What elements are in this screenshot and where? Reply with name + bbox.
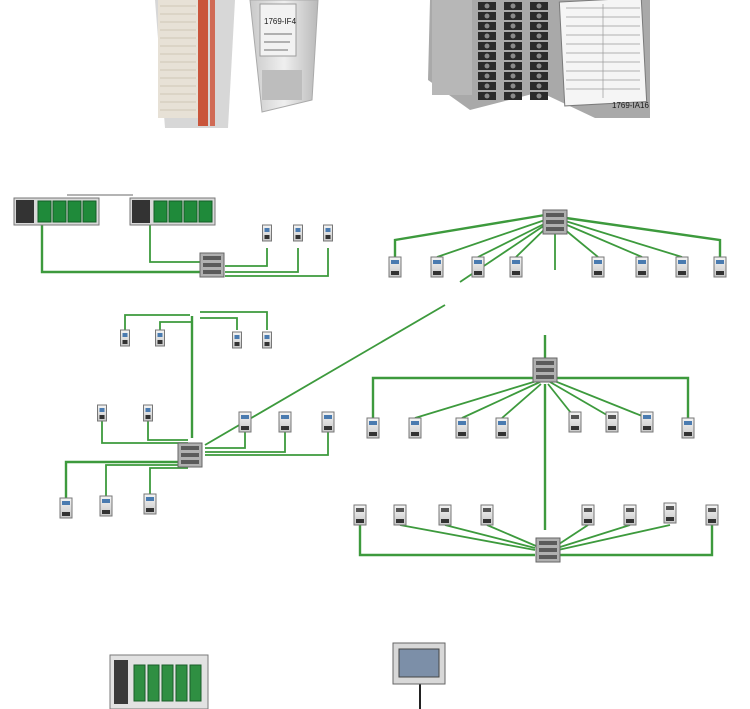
switch005-drive-6	[623, 504, 637, 526]
ethernet-switch-3	[542, 209, 568, 235]
switch005-drive-7	[663, 502, 677, 524]
ethernet-links	[40, 194, 722, 709]
controller-clx001	[13, 197, 100, 226]
switch005-drive-4	[480, 504, 494, 526]
switch004-drive-6	[605, 411, 619, 433]
switch002-drive-3	[321, 411, 335, 433]
controller-clx001r	[129, 197, 216, 226]
switch005-drive-1	[353, 504, 367, 526]
switch002-drive-5	[99, 495, 113, 517]
ethernet-switch-5	[535, 537, 561, 563]
e300-device-4	[120, 329, 130, 347]
right-io-module: 1769-IA16	[428, 0, 650, 118]
io-module-photo: 1769-IF4 1769-IA16	[155, 0, 650, 128]
switch004-drive-8	[681, 417, 695, 439]
left-io-module: 1769-IF4	[155, 0, 319, 128]
switch002-drive-2	[278, 411, 292, 433]
switch005-drive-8	[705, 504, 719, 526]
devices-layer	[13, 197, 727, 709]
switch003-drive-2	[430, 256, 444, 278]
e300-device-1	[262, 224, 272, 242]
switch003-drive-7	[675, 256, 689, 278]
switch004-drive-1	[366, 417, 380, 439]
micro800-plc	[109, 654, 209, 709]
switch003-drive-4	[509, 256, 523, 278]
e300-device-3	[323, 224, 333, 242]
switch005-drive-5	[581, 504, 595, 526]
switch003-drive-3	[471, 256, 485, 278]
switch002-drive-6	[143, 493, 157, 515]
right-module-plate-text: 1769-IA16	[612, 101, 649, 110]
switch003-drive-1	[388, 256, 402, 278]
ethernet-switch-4	[532, 357, 558, 383]
e300-device-6	[232, 331, 242, 349]
switch005-drive-2	[393, 504, 407, 526]
ethernet-switch-2	[177, 442, 203, 468]
switch003-drive-5	[591, 256, 605, 278]
switch004-drive-5	[568, 411, 582, 433]
switch004-drive-4	[495, 417, 509, 439]
device004-hmi	[392, 642, 446, 685]
left-module-label: 1769-IF4	[264, 17, 297, 26]
switch004-drive-3	[455, 417, 469, 439]
switch002-drive-1	[238, 411, 252, 433]
ethernet-switch-1	[199, 252, 225, 278]
switch004-drive-2	[408, 417, 422, 439]
e300-device-9	[143, 404, 153, 422]
switch003-drive-8	[713, 256, 727, 278]
switch005-drive-3	[438, 504, 452, 526]
e300-device-5	[155, 329, 165, 347]
e300-device-8	[97, 404, 107, 422]
e300-device-7	[262, 331, 272, 349]
switch004-drive-7	[640, 411, 654, 433]
switch003-drive-6	[635, 256, 649, 278]
switch002-drive-4	[59, 497, 73, 519]
e300-device-2	[293, 224, 303, 242]
